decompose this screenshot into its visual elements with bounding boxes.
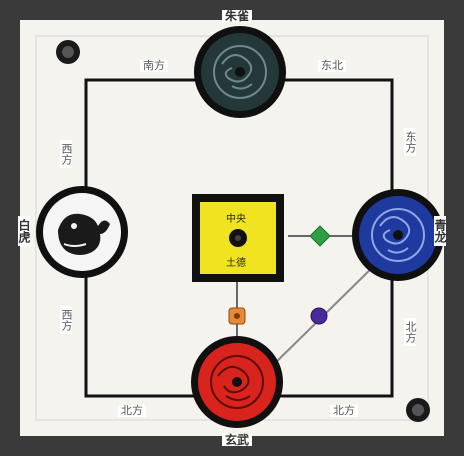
side-label-top-left: 南方 — [140, 60, 168, 72]
side-label-left-top: 西方 — [60, 140, 72, 168]
side-label-top-right: 东北 — [318, 60, 346, 72]
top-disc — [194, 26, 286, 118]
side-label-bottom-left: 北方 — [118, 405, 146, 417]
orange-node — [229, 308, 245, 324]
left-disc — [36, 186, 128, 278]
edge-label-right: 青龙 — [434, 216, 446, 246]
edge-label-top: 朱雀 — [222, 10, 252, 22]
center-label-bottom: 土德 — [226, 254, 246, 269]
right-disc — [352, 189, 444, 281]
center-label-top: 中央 — [226, 210, 246, 225]
side-label-right-top: 东方 — [404, 128, 416, 156]
edge-label-left: 白虎 — [18, 216, 30, 246]
side-label-left-bottom: 西方 — [60, 306, 72, 334]
side-label-right-bottom: 北方 — [404, 318, 416, 346]
side-label-bottom-right: 北方 — [330, 405, 358, 417]
purple-node — [311, 308, 327, 324]
bottom-disc — [191, 336, 283, 428]
edge-label-bottom: 玄武 — [222, 434, 252, 446]
